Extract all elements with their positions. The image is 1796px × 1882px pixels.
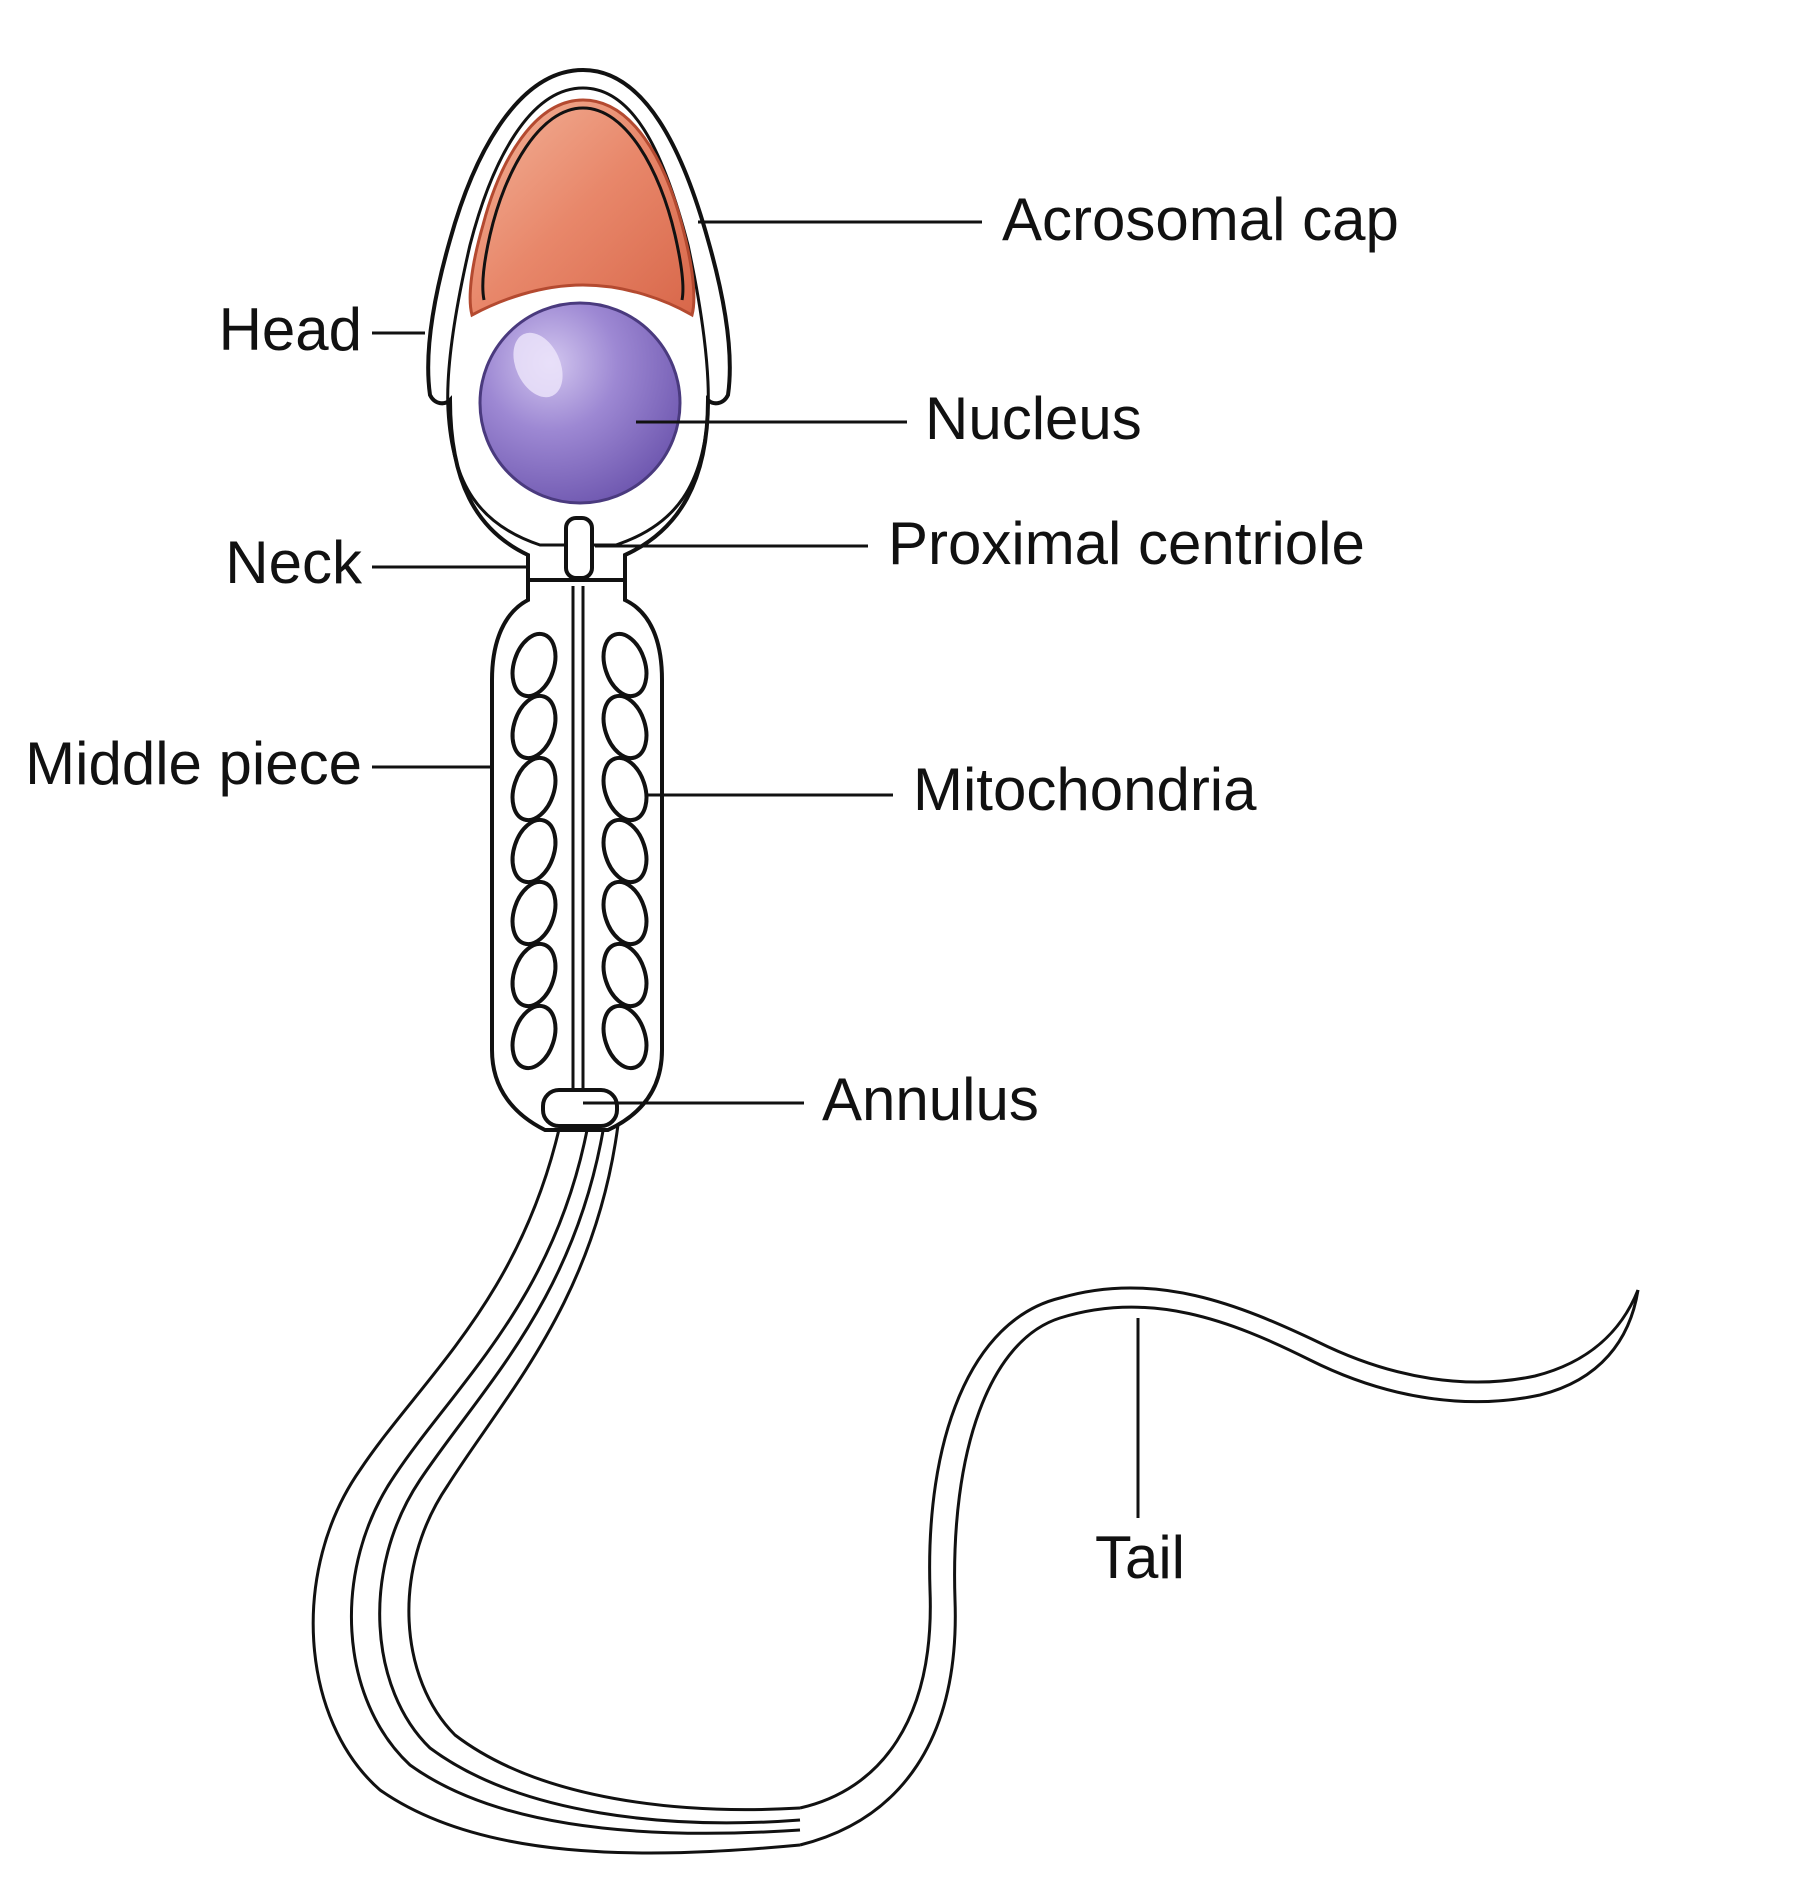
mitochondrion <box>510 879 558 947</box>
leader-lines <box>372 220 1140 1518</box>
label-annulus: Annulus <box>822 1066 1039 1133</box>
mitochondrion <box>601 693 649 761</box>
mitochondrion <box>601 879 649 947</box>
mitochondrion <box>510 755 558 823</box>
mitochondrion <box>601 1003 649 1071</box>
mitochondrion <box>601 631 649 699</box>
mitochondrion <box>601 817 649 885</box>
mitochondrion <box>510 631 558 699</box>
tail-flagellum <box>311 1124 1640 1855</box>
label-middle-piece: Middle piece <box>25 730 362 797</box>
mitochondria-group <box>510 631 649 1071</box>
proximal-centriole-shape <box>564 516 594 580</box>
mitochondrion <box>601 755 649 823</box>
nucleus-highlight <box>513 332 563 398</box>
mitochondrion <box>510 941 558 1009</box>
mitochondrion <box>601 941 649 1009</box>
label-neck: Neck <box>225 529 363 596</box>
acrosome <box>468 98 696 318</box>
label-nucleus: Nucleus <box>925 385 1142 452</box>
label-head: Head <box>219 296 362 363</box>
mitochondrion <box>510 693 558 761</box>
acrosome-inner-line <box>481 106 584 301</box>
annulus-ring <box>541 1088 619 1128</box>
label-proximal-centriole: Proximal centriole <box>888 510 1365 577</box>
mitochondrion <box>510 1003 558 1071</box>
mitochondrion <box>510 817 558 885</box>
label-tail: Tail <box>1095 1524 1185 1591</box>
label-acrosomal-cap: Acrosomal cap <box>1002 186 1399 253</box>
label-mitochondria: Mitochondria <box>913 756 1257 823</box>
nucleus-sphere <box>478 301 682 505</box>
